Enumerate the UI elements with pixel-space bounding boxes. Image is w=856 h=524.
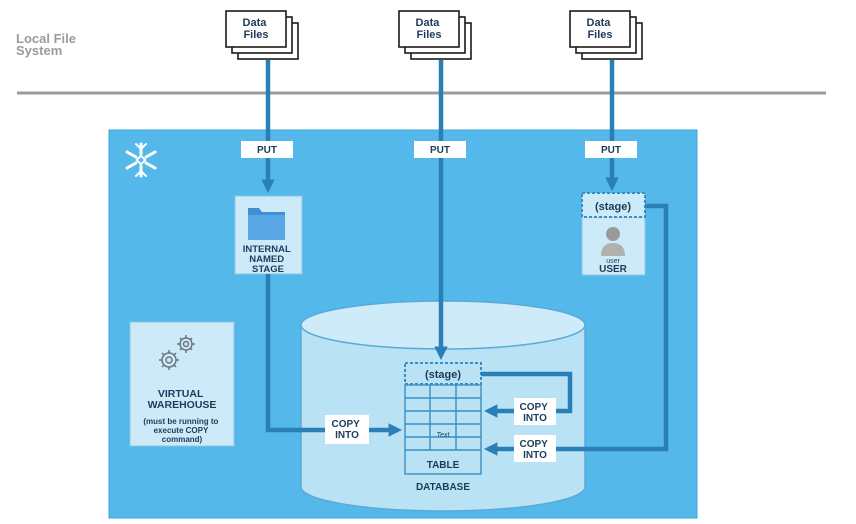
gears-icon [159, 335, 195, 370]
svg-text:PUT: PUT [601, 145, 621, 156]
warehouse-note: (must be running to [143, 417, 218, 426]
put-label-3: PUT [585, 141, 637, 158]
warehouse-note: command) [162, 435, 203, 444]
svg-text:INTERNAL NAMED STA: INTERNAL NAMED STAGE [243, 244, 294, 275]
copy-arrow-user-stage [483, 203, 669, 456]
svg-text:Data Files: Data Files [243, 17, 270, 41]
warehouse-title: VIRTUAL [158, 388, 204, 400]
user-stage-label: (stage) [595, 201, 631, 213]
database-label: DATABASE [416, 482, 470, 493]
warehouse-note: execute COPY [154, 426, 209, 435]
svg-text:VIRTUAL WAREHOUSE: VIRTUAL WAREHOUSE [148, 388, 217, 411]
svg-text:COPY INTO: COPY INTO [520, 402, 551, 424]
user-stage: (stage) user USER [581, 192, 646, 276]
svg-text:COPY INTO: COPY INTO [520, 439, 551, 461]
put-label-1: PUT [241, 141, 293, 158]
data-files-label: Files [416, 29, 441, 41]
copy-into-label-table-stage: COPY INTO [514, 398, 556, 425]
svg-text:Data Files: Data Files [587, 17, 614, 41]
virtual-warehouse: VIRTUAL WAREHOUSE (must be running to ex… [129, 321, 235, 447]
copy-into-label-user-stage: COPY INTO [514, 435, 556, 462]
data-files-label: Data [243, 17, 268, 29]
table-stage-label: (stage) [425, 369, 461, 381]
svg-text:PUT: PUT [257, 145, 277, 156]
internal-named-stage: INTERNAL NAMED STAGE [234, 195, 303, 275]
data-files-stack-3: Data Files [569, 10, 643, 60]
svg-text:(must be running to exec: (must be running to execute COPY command… [143, 417, 220, 444]
table-label: TABLE [427, 460, 460, 471]
user-icon [601, 227, 625, 256]
data-files-stack-2: Data Files [398, 10, 472, 60]
stage-label: NAMED [249, 254, 284, 265]
svg-text:PUT: PUT [430, 145, 450, 156]
user-small-label: user [606, 258, 620, 265]
warehouse-title: WAREHOUSE [148, 399, 217, 411]
svg-text:COPY INTO: COPY INTO [332, 419, 363, 441]
user-label: USER [599, 264, 628, 275]
data-files-label: Files [587, 29, 612, 41]
data-files-label: Data [587, 17, 612, 29]
snowflake-logo-icon [125, 142, 157, 178]
put-label-2: PUT [414, 141, 466, 158]
data-files-label: Data [416, 17, 441, 29]
data-files-label: Files [243, 29, 268, 41]
table-cell-text: Text [437, 432, 451, 439]
data-files-stack-1: Data Files [225, 10, 299, 60]
copy-into-label-internal: COPY INTO [325, 415, 369, 444]
svg-text:Data Files: Data Files [416, 17, 443, 41]
local-file-system-label: Local File System [16, 31, 80, 58]
stage-label: STAGE [252, 264, 284, 275]
stage-label: INTERNAL [243, 244, 291, 255]
